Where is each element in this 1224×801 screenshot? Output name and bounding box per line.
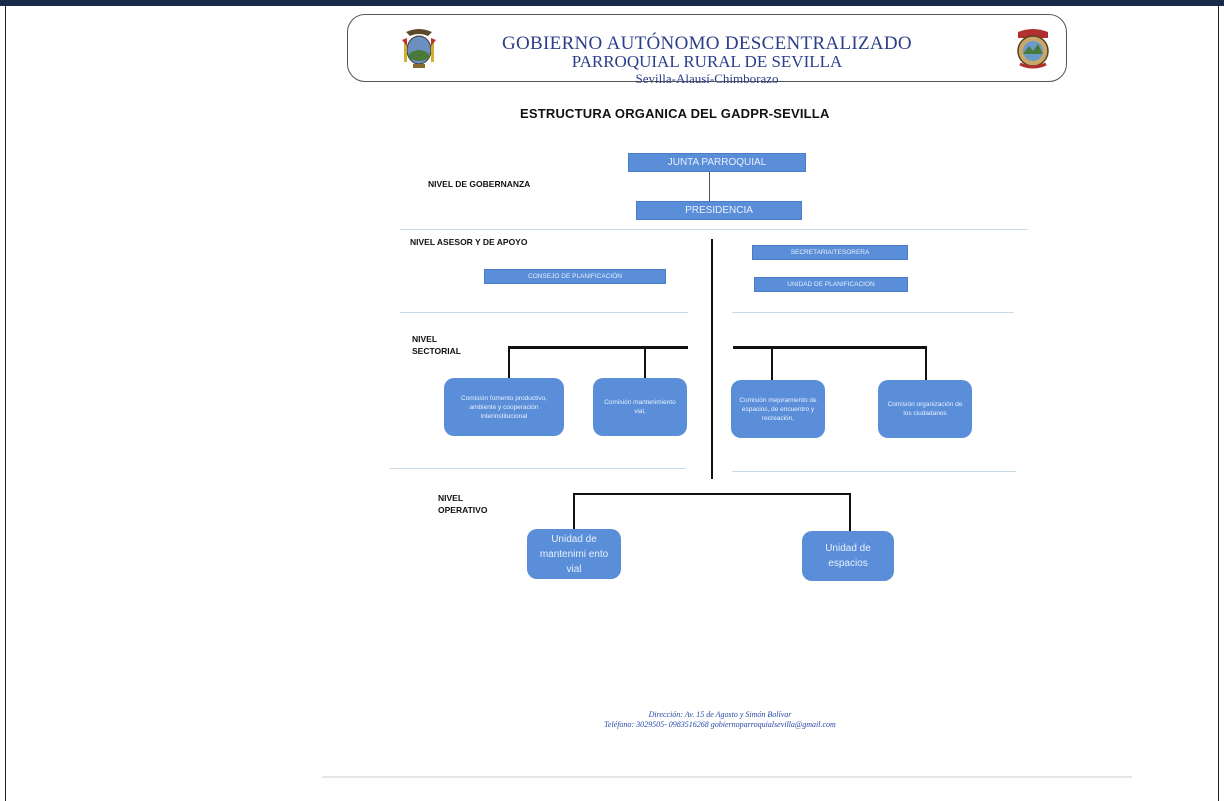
top-border (0, 0, 1224, 6)
box-unidad-espacios: Unidad de espacios (802, 531, 894, 581)
box-comision-fomento: Comisión fomento productivo, ambiente y … (444, 378, 564, 436)
connector-organizacion (925, 346, 927, 380)
connector-unidad-mantenimiento (573, 493, 575, 531)
level-sectorial-line-1: NIVEL (412, 334, 438, 344)
scanned-page (320, 8, 1140, 778)
separator-gobernanza (400, 229, 1028, 230)
box-comision-mantenimiento: Comisión mantenimiento vial, (593, 378, 687, 436)
level-operativo-line-2: OPERATIVO (438, 505, 488, 515)
letterhead-line-2: PARROQUIAL RURAL DE SEVILLA (571, 52, 843, 71)
right-border (1218, 6, 1219, 801)
letterhead-line-1: GOBIERNO AUTÓNOMO DESCENTRALIZADO (502, 33, 912, 54)
connector-junta-presidencia (709, 170, 710, 202)
parish-seal-icon (1017, 29, 1049, 69)
footer-address: Dirección: Av. 15 de Agosto y Simón Bolí… (648, 710, 792, 719)
separator-asesor-right (732, 312, 1014, 313)
page-bottom-edge (322, 776, 1132, 778)
box-presidencia: PRESIDENCIA (636, 201, 802, 220)
sectorial-bar-right (733, 346, 927, 349)
box-secretaria-tesorera: SECRETARIA/TESORERA (752, 245, 908, 260)
box-comision-organizacion: Comisión organización de los ciudadanos (878, 380, 972, 438)
box-junta-parroquial: JUNTA PARROQUIAL (628, 153, 806, 172)
sectorial-bar-left (508, 346, 688, 349)
letterhead: GOBIERNO AUTÓNOMO DESCENTRALIZADO PARROQ… (347, 14, 1067, 86)
connector-fomento (508, 346, 510, 378)
letterhead-line-3: Sevilla-Alausí-Chimborazo (635, 71, 779, 86)
level-gobernanza: NIVEL DE GOBERNANZA (428, 179, 531, 189)
box-comision-mejoramiento: Comisión mejoramiento de espacios, de en… (731, 380, 825, 438)
connector-mantenimiento (644, 346, 646, 378)
ecuador-coat-of-arms-icon (402, 29, 436, 68)
central-vertical-line (711, 239, 713, 479)
box-consejo-planificacion: CONSEJO DE PLANIFICACIÓN (484, 269, 666, 284)
box-unidad-mantenimiento: Unidad de mantenimi ento vial (527, 529, 621, 579)
separator-asesor-left (400, 312, 688, 313)
level-asesor: NIVEL ASESOR Y DE APOYO (410, 237, 528, 247)
left-border (5, 6, 6, 801)
separator-sectorial-right (732, 471, 1016, 472)
level-operativo-line-1: NIVEL (438, 493, 464, 503)
connector-mejoramiento (771, 346, 773, 380)
connector-unidad-espacios (849, 493, 851, 531)
box-unidad-planificacion: UNIDAD DE PLANIFICACION (754, 277, 908, 292)
operativo-bar (573, 493, 851, 495)
footer-phone: Teléfono: 3029505- 0983516268 gobiernopa… (604, 720, 836, 729)
separator-sectorial-left (390, 468, 686, 469)
diagram-title: ESTRUCTURA ORGANICA DEL GADPR-SEVILLA (520, 106, 830, 121)
level-sectorial-line-2: SECTORIAL (412, 346, 461, 356)
